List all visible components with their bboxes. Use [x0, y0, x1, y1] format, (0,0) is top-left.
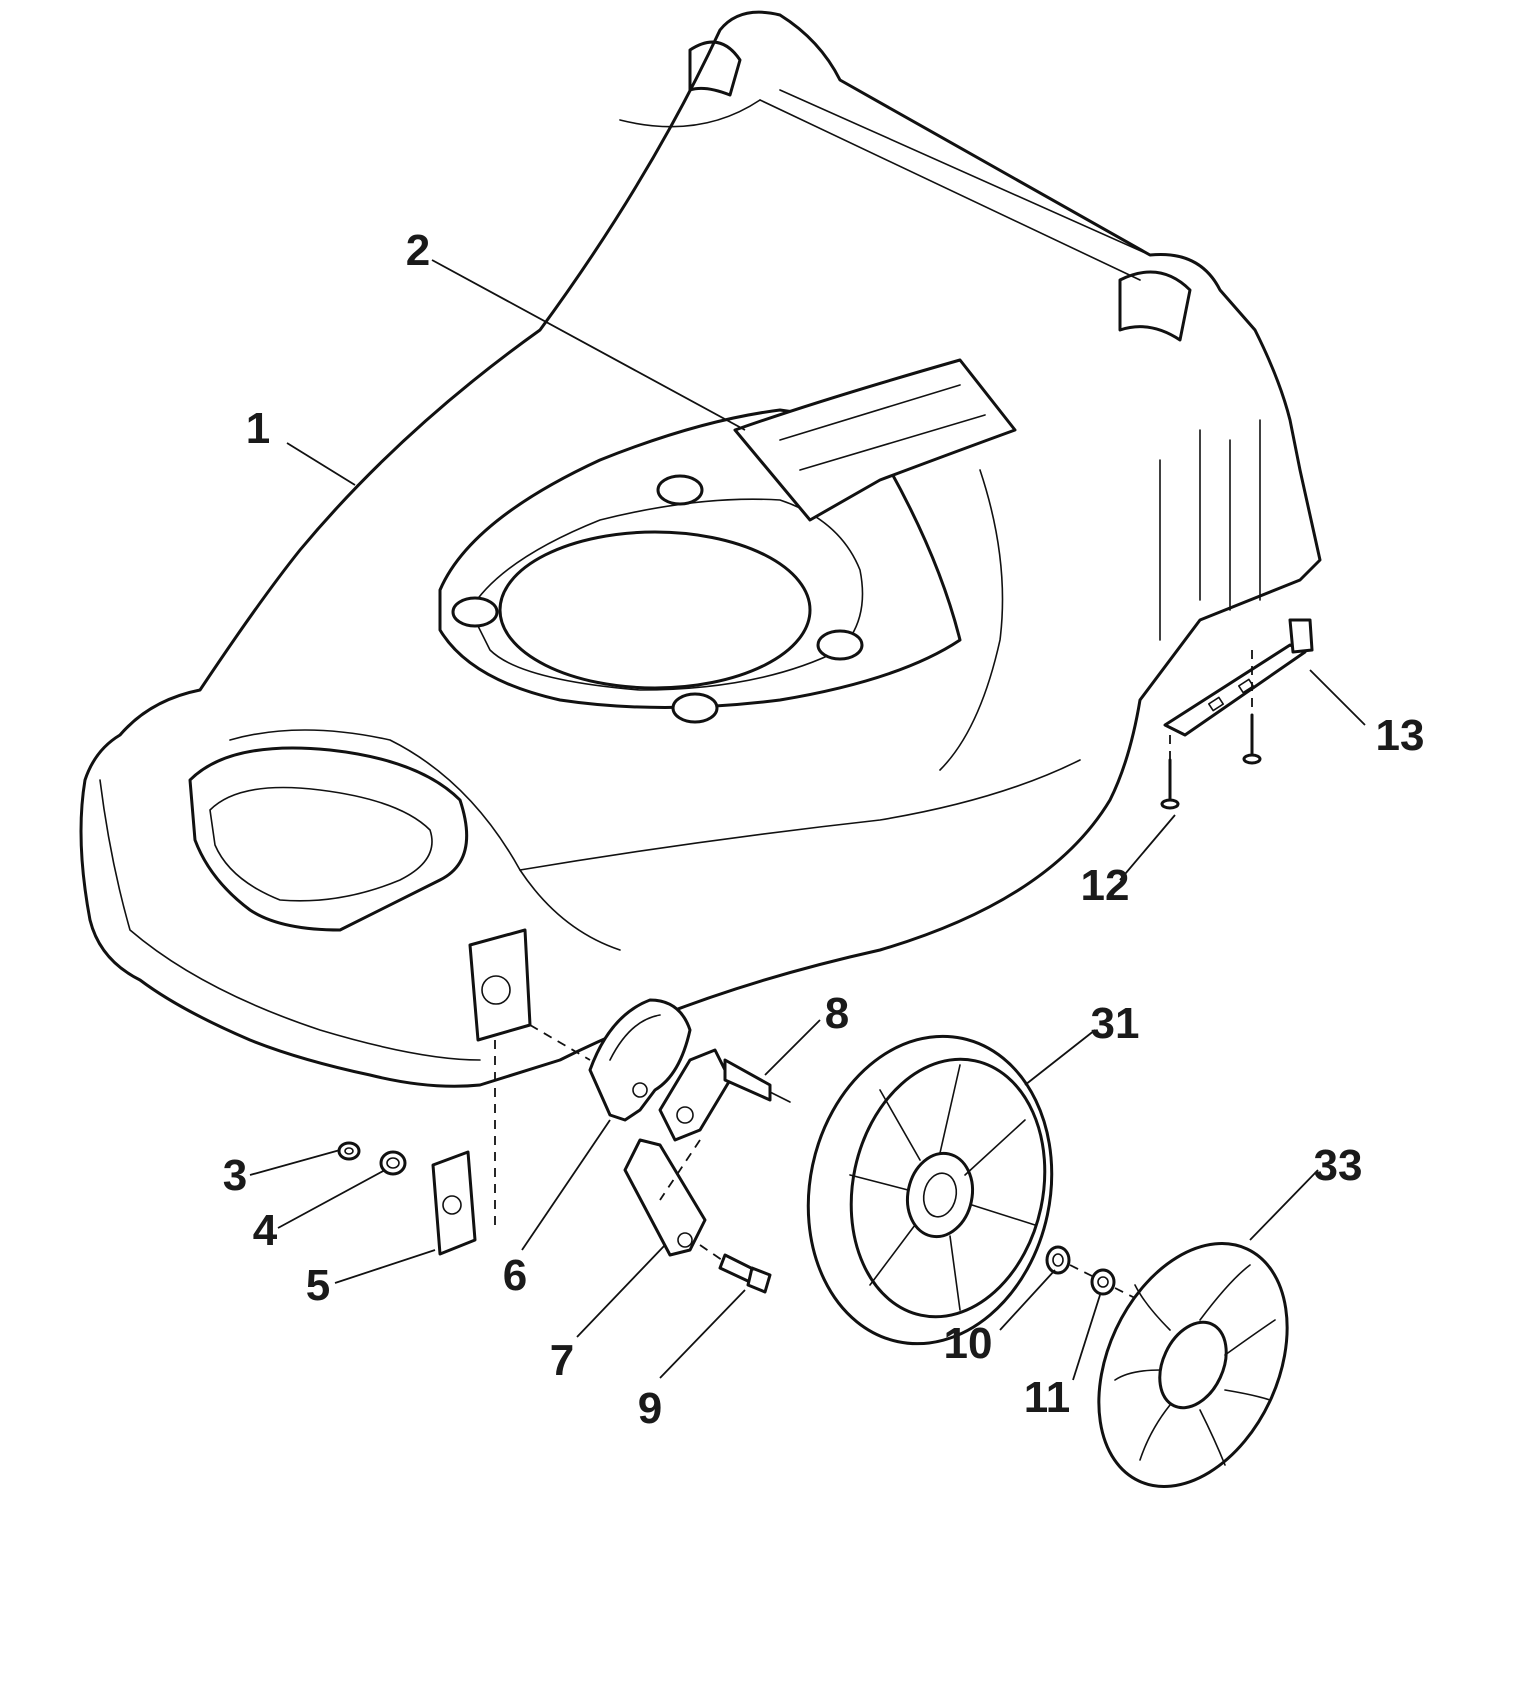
- callout-2: 2: [406, 226, 430, 275]
- callout-3: 3: [223, 1151, 247, 1200]
- callout-1: 1: [246, 404, 270, 453]
- callout-10: 10: [944, 1319, 993, 1368]
- callout-6: 6: [503, 1251, 527, 1300]
- callout-13: 13: [1376, 711, 1425, 760]
- axle-bracket: [658, 1048, 791, 1142]
- deck-body: [79, 10, 1322, 1088]
- wheel-washer: [1045, 1245, 1071, 1275]
- lever: [623, 1138, 707, 1257]
- callout-11: 11: [1024, 1373, 1071, 1422]
- callout-31: 31: [1091, 999, 1140, 1048]
- callout-4: 4: [253, 1206, 278, 1255]
- callout-8: 8: [825, 989, 849, 1038]
- height-lever-sector: [529, 998, 692, 1122]
- nut: [337, 1141, 361, 1161]
- wheel: [806, 1034, 1054, 1346]
- callout-12: 12: [1081, 861, 1130, 910]
- bolt: [699, 1244, 772, 1294]
- mounting-plate: [431, 1040, 496, 1256]
- flap-plate: [733, 358, 1017, 522]
- callout-33: 33: [1314, 1141, 1363, 1190]
- callout-9: 9: [638, 1384, 662, 1433]
- bracket-part: [1163, 618, 1314, 737]
- screws: [1160, 650, 1262, 810]
- hub-cap: [1097, 1242, 1289, 1488]
- leader-lines: [249, 259, 1366, 1381]
- wheel-nut: [1069, 1264, 1136, 1299]
- callout-5: 5: [306, 1261, 330, 1310]
- washer: [379, 1150, 407, 1176]
- callout-7: 7: [550, 1336, 574, 1385]
